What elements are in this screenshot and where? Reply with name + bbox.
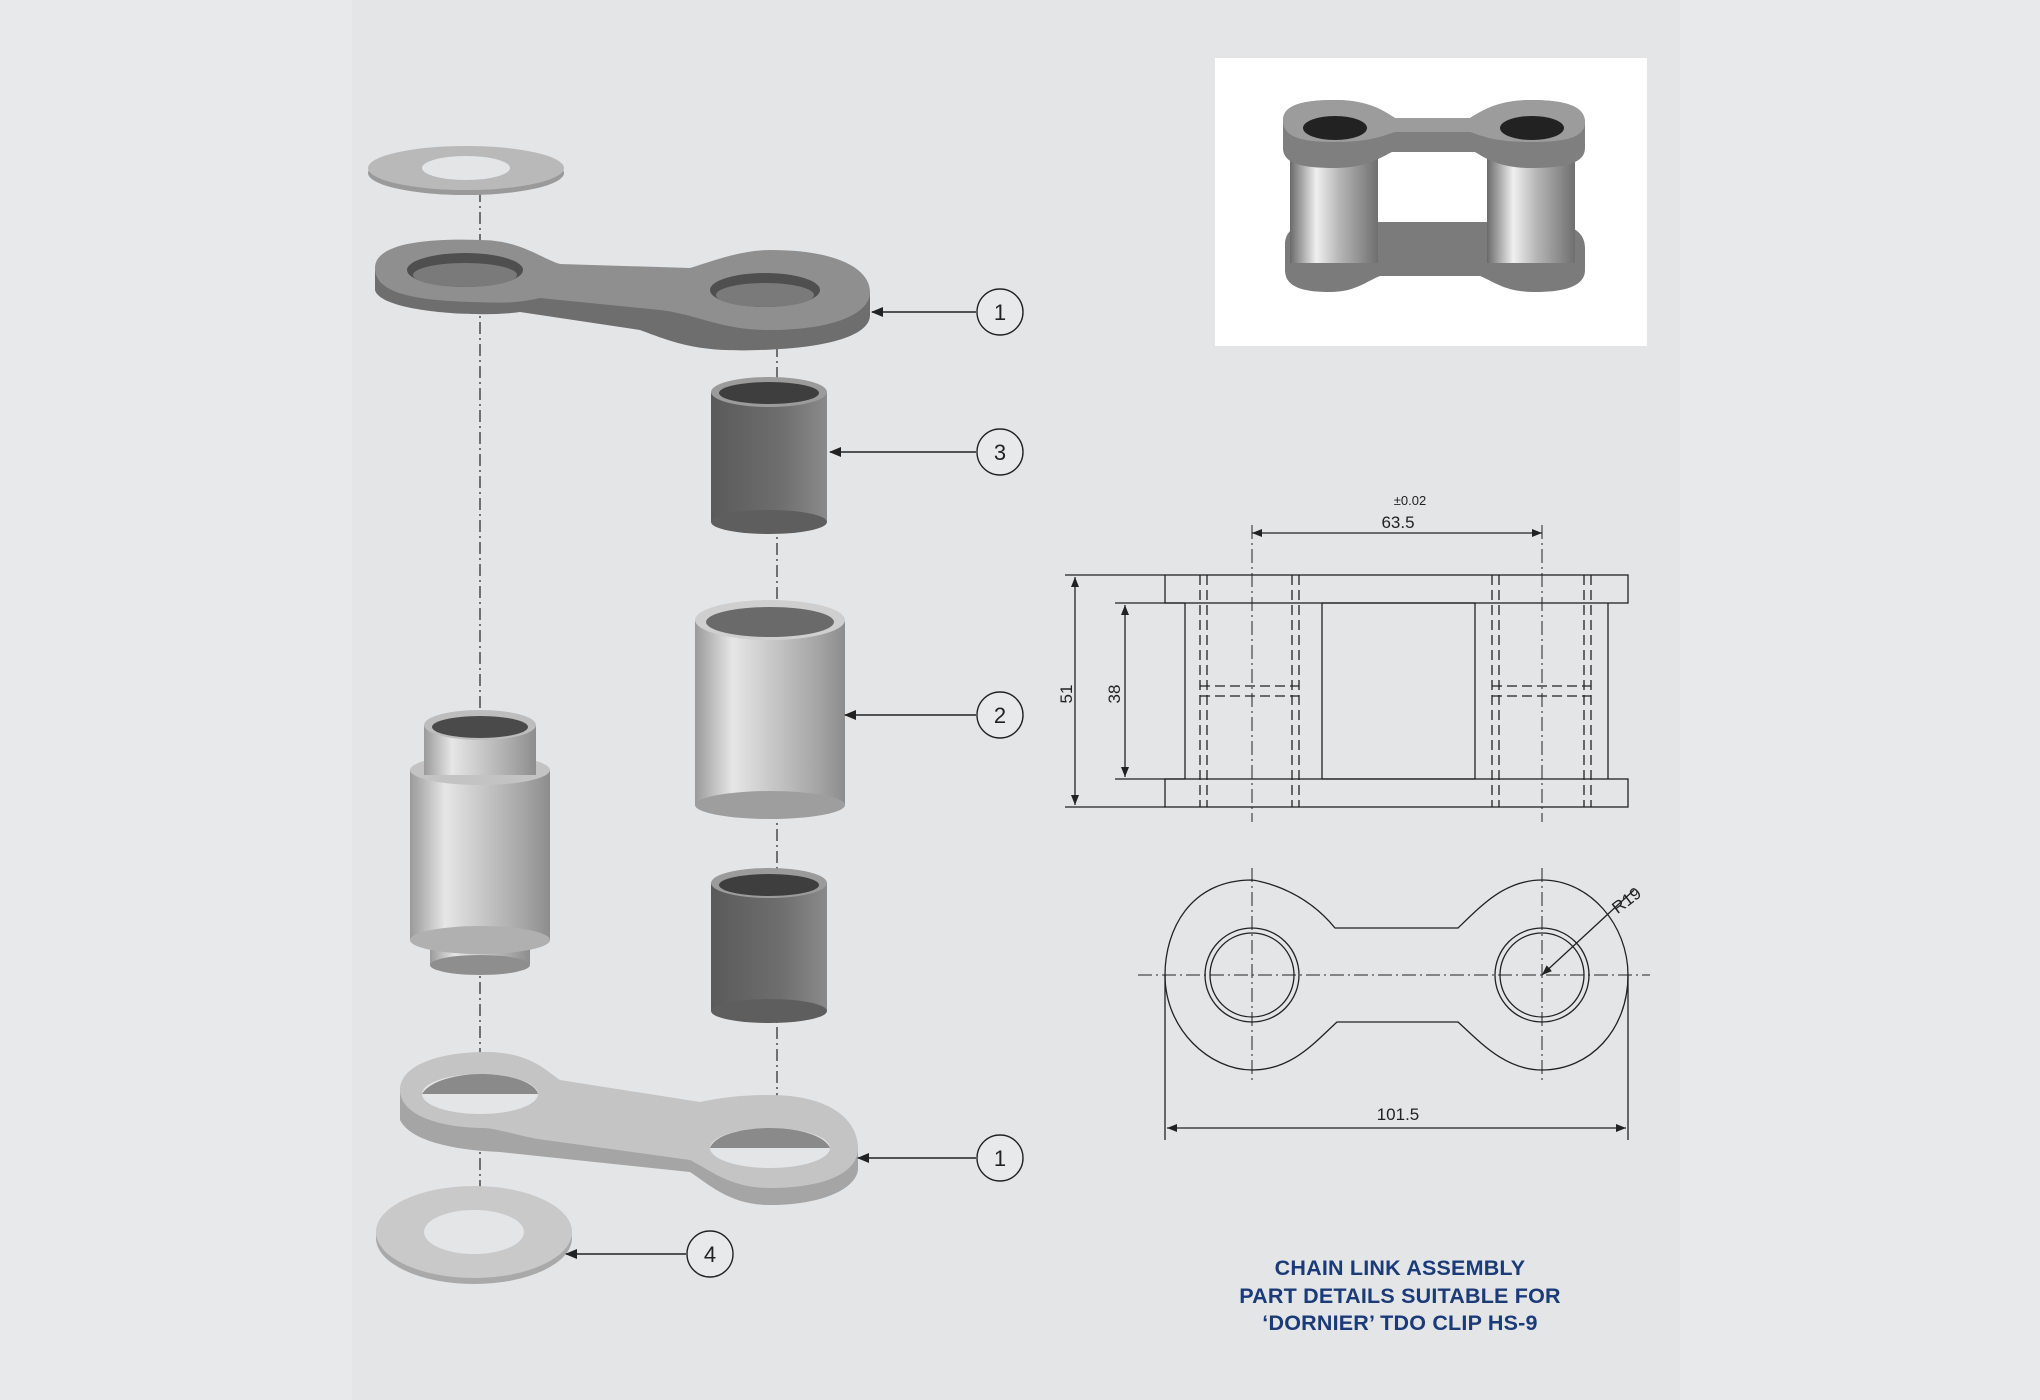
pitch-dimension-label: 63.5	[1381, 513, 1414, 532]
callout-4: 4	[686, 1230, 734, 1278]
callout-1-top: 1	[976, 288, 1024, 336]
exploded-view: 1 3 2 1 4	[368, 146, 1024, 1284]
title-block: CHAIN LINK ASSEMBLY PART DETAILS SUITABL…	[1175, 1255, 1625, 1338]
overall-length-label: 101.5	[1377, 1105, 1420, 1124]
overall-height-label: 51	[1057, 685, 1076, 704]
side-view	[1065, 525, 1629, 822]
pin-roller-assembly	[410, 710, 550, 975]
leader-lines	[565, 307, 976, 1259]
callout-1-bottom: 1	[976, 1134, 1024, 1182]
callout-2: 2	[976, 691, 1024, 739]
inner-height-label: 38	[1105, 685, 1124, 704]
bushing-bottom	[711, 868, 827, 1023]
callout-number: 4	[704, 1242, 716, 1267]
callout-number: 1	[994, 1146, 1006, 1171]
callout-number: 2	[994, 703, 1006, 728]
top-view	[1138, 868, 1650, 1140]
top-link-plate	[375, 239, 870, 351]
title-line-2: PART DETAILS SUITABLE FOR	[1239, 1283, 1561, 1308]
bottom-washer	[376, 1186, 572, 1284]
roller	[695, 600, 845, 819]
assembled-preview	[1215, 58, 1647, 346]
tolerance-label: ±0.02	[1394, 493, 1426, 508]
bushing-top	[711, 377, 827, 534]
callout-number: 1	[994, 300, 1006, 325]
callout-number: 3	[994, 440, 1006, 465]
title-line-3: ‘DORNIER’ TDO CLIP HS-9	[1262, 1311, 1538, 1335]
bottom-link-plate	[400, 1052, 858, 1205]
title-line-1: CHAIN LINK ASSEMBLY	[1274, 1256, 1526, 1280]
top-washer	[368, 146, 564, 195]
callout-3: 3	[976, 428, 1024, 476]
